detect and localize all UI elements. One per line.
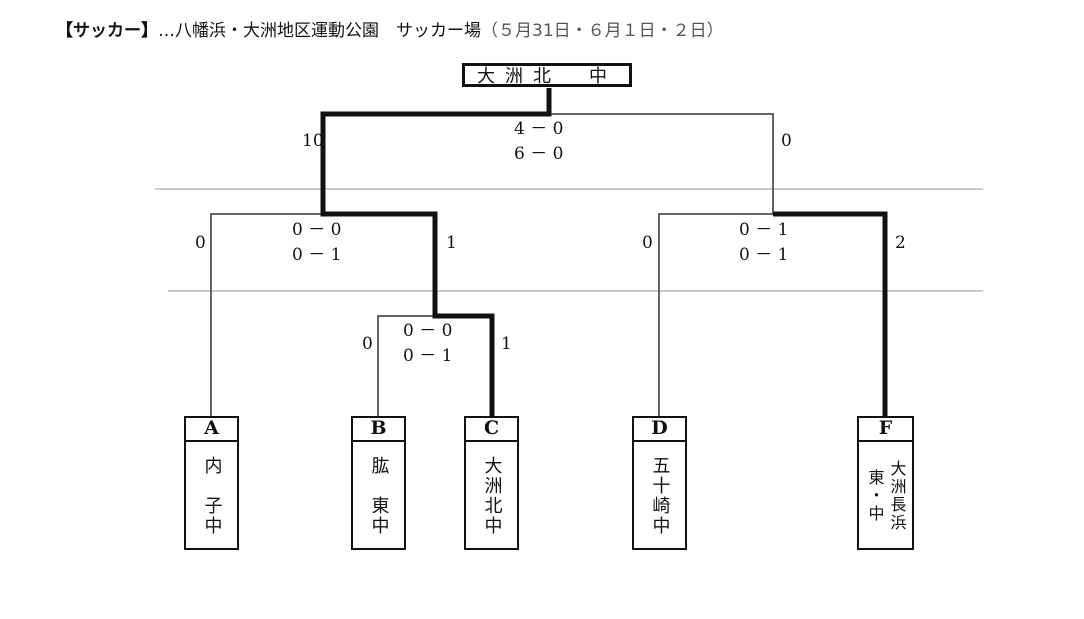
team-letter: B bbox=[353, 418, 404, 442]
team-letter: D bbox=[634, 418, 685, 442]
team-name: 肱 東中 bbox=[368, 456, 390, 536]
team-box-c: C 大洲北中 bbox=[464, 416, 519, 550]
team-box-b: B 肱 東中 bbox=[351, 416, 406, 550]
final-left-score: 10 bbox=[302, 131, 324, 151]
team-letter: C bbox=[466, 418, 517, 442]
final-score-line2: 6 － 0 bbox=[514, 144, 564, 164]
team-name: 大洲長浜東・中 bbox=[865, 460, 907, 532]
page-title: 【サッカー】…八幡浜・大洲地区運動公園 サッカー場（５月31日・６月１日・２日） bbox=[56, 16, 724, 41]
team-box-d: D 五十崎中 bbox=[632, 416, 687, 550]
team-box-f: F 大洲長浜東・中 bbox=[857, 416, 914, 550]
semi-right-line1: 0 － 1 bbox=[739, 220, 789, 240]
title-bracket: 【サッカー】 bbox=[56, 21, 158, 41]
final-right-score: 0 bbox=[781, 131, 792, 151]
team-box-a: A 内 子中 bbox=[184, 416, 239, 550]
team-b-line bbox=[377, 315, 435, 418]
quarter-line1: 0 － 0 bbox=[403, 321, 453, 341]
semi-left-left-score: 0 bbox=[195, 233, 206, 253]
semi-right-line2: 0 － 1 bbox=[739, 245, 789, 265]
title-dates: （５月31日・６月１日・２日） bbox=[481, 21, 724, 41]
title-venue: …八幡浜・大洲地区運動公園 サッカー場 bbox=[158, 21, 481, 41]
semi-left-right-score: 1 bbox=[446, 233, 457, 253]
winner-path bbox=[320, 88, 552, 418]
quarter-right-score: 1 bbox=[501, 334, 512, 354]
team-name: 五十崎中 bbox=[649, 456, 671, 536]
team-name: 内 子中 bbox=[201, 456, 223, 536]
semi-left-line1: 0 － 0 bbox=[292, 220, 342, 240]
team-letter: F bbox=[859, 418, 912, 442]
team-letter: A bbox=[186, 418, 237, 442]
team-name: 大洲北中 bbox=[481, 456, 503, 536]
team-d-line bbox=[658, 213, 773, 418]
semi-right-right-score: 2 bbox=[895, 233, 906, 253]
quarter-left-score: 0 bbox=[362, 334, 373, 354]
quarter-line2: 0 － 1 bbox=[403, 346, 453, 366]
semi-left-line2: 0 － 1 bbox=[292, 245, 342, 265]
semi-right-left-score: 0 bbox=[642, 233, 653, 253]
team-f-path bbox=[773, 211, 888, 418]
champion-box: 大洲北 中 bbox=[462, 63, 632, 87]
final-right-line bbox=[549, 113, 774, 214]
team-a-line bbox=[210, 213, 323, 418]
final-score-line1: 4 － 0 bbox=[514, 119, 564, 139]
